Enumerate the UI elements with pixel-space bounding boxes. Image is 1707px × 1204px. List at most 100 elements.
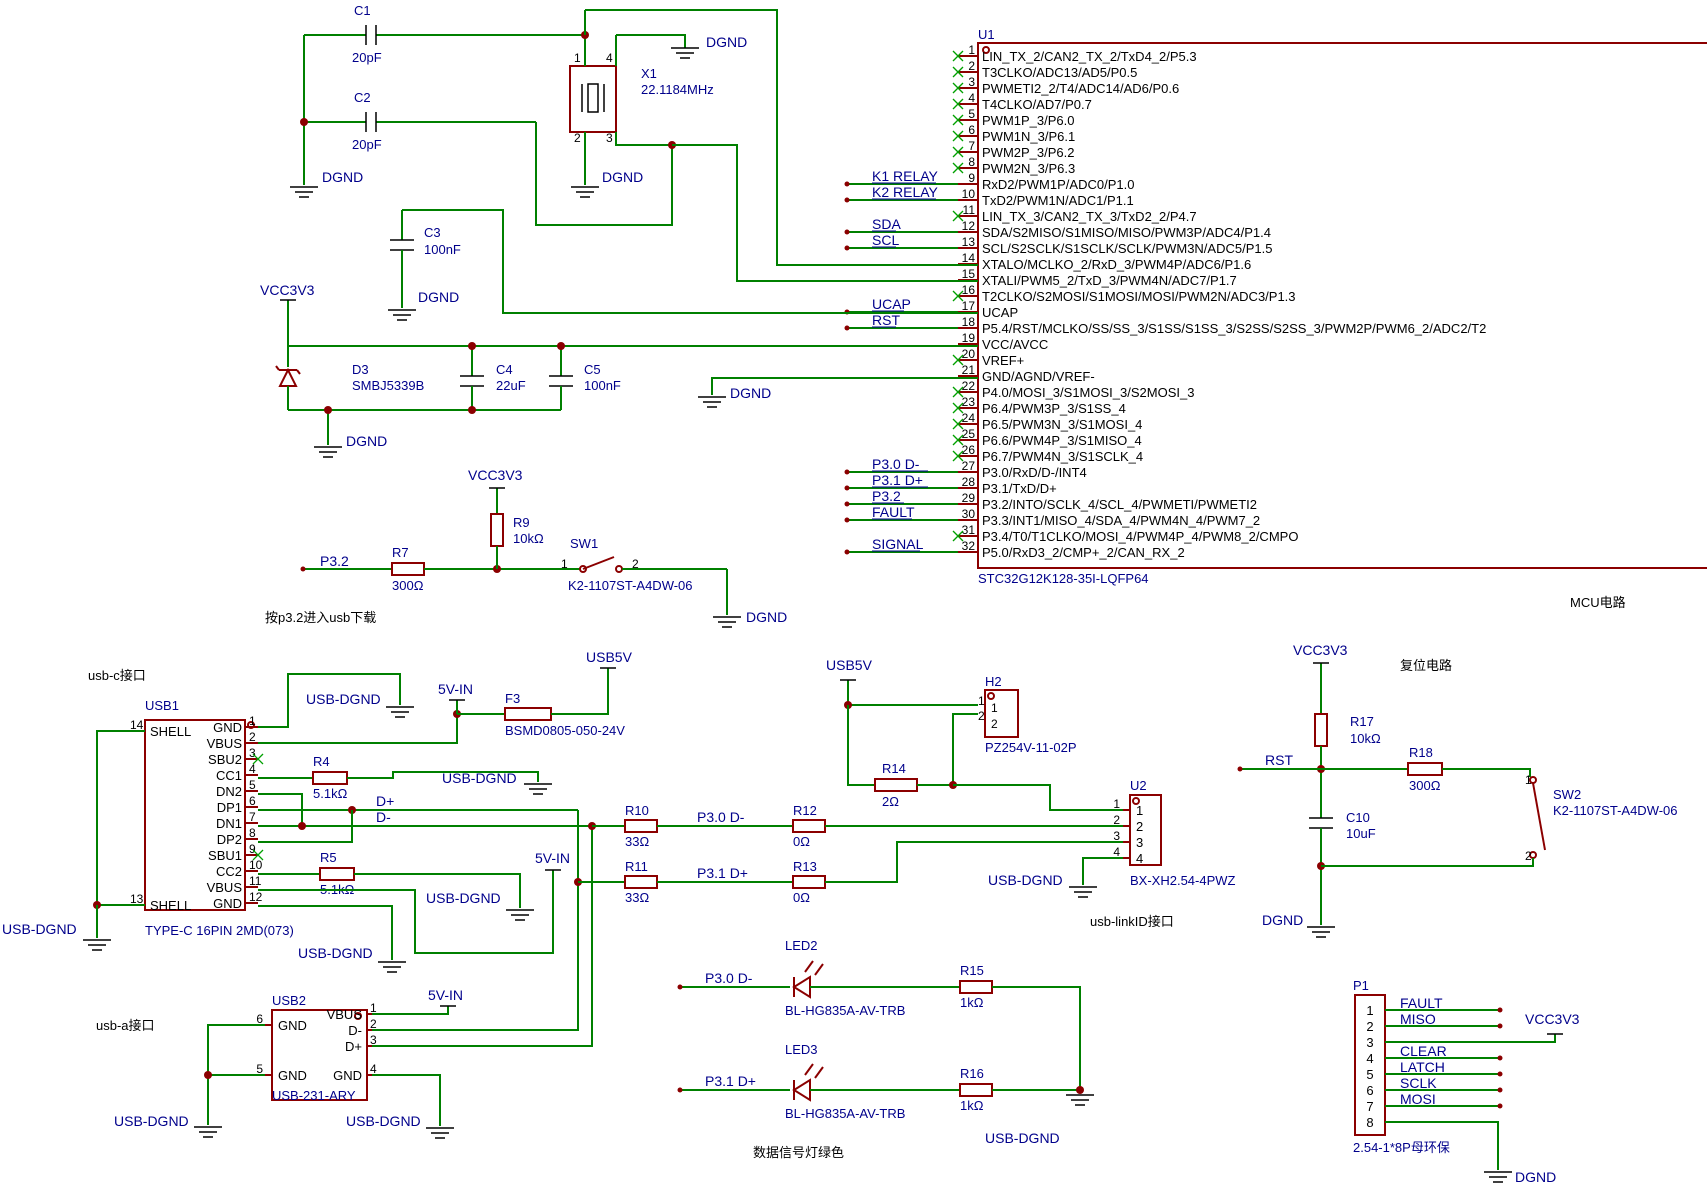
h2-part: PZ254V-11-02P — [985, 740, 1077, 755]
mcu-pin-number: 18 — [962, 315, 976, 329]
usbc-connector-usb1: USB1 TYPE-C 16PIN 2MD(073) 1GND2VBUS3SBU… — [93, 668, 625, 960]
mcu-pin-name: T2CLKO/S2MOSI/S1MOSI/MOSI/PWM2N/ADC3/P1.… — [982, 289, 1296, 304]
usb1-pin-number: 14 — [130, 718, 144, 732]
mcu-pin-number: 27 — [962, 459, 976, 473]
u2-pin-name: 3 — [1136, 835, 1143, 850]
power-label: VCC3V3 — [260, 282, 315, 298]
usb1-pin-number: 1 — [249, 714, 256, 728]
mcu-pin-number: 25 — [962, 427, 976, 441]
usb1-pin-name: SHELL — [150, 724, 191, 739]
ground-label: USB-DGND — [298, 945, 373, 961]
net-rst: RST — [1265, 752, 1293, 768]
power-label: 5V-IN — [438, 681, 473, 697]
no-connect-mark — [952, 434, 964, 446]
usb1-pin-number: 13 — [130, 892, 144, 906]
u2-pin-number: 1 — [1113, 797, 1120, 811]
mcu-pin-number: 24 — [962, 411, 976, 425]
r9-ref: R9 — [513, 515, 530, 530]
mcu-pin-number: 32 — [962, 539, 976, 553]
net-end — [1497, 1055, 1503, 1061]
ground-label: USB-DGND — [426, 890, 501, 906]
net-end — [844, 181, 850, 187]
mcu-pin-name: LIN_TX_2/CAN2_TX_2/TxD4_2/P5.3 — [982, 49, 1197, 64]
net-end — [844, 517, 850, 523]
net-end — [844, 197, 850, 203]
no-connect-mark — [952, 386, 964, 398]
r14-value: 2Ω — [882, 794, 899, 809]
led3-ref: LED3 — [785, 1042, 818, 1057]
mcu-pin-name: P4.0/MOSI_3/S1MOSI_3/S2MOSI_3 — [982, 385, 1194, 400]
usb2-pin-number: 1 — [370, 1001, 377, 1015]
no-connect-mark — [252, 849, 264, 861]
net-end — [1497, 1103, 1503, 1109]
p1-net-label: SCLK — [1400, 1075, 1437, 1091]
net-end — [844, 325, 850, 331]
power-label: VCC3V3 — [1293, 642, 1348, 658]
usb1-pin-number: 11 — [249, 874, 262, 888]
mcu-net-label: P3.1 D+ — [872, 472, 923, 488]
ground-label: DGND — [346, 433, 387, 449]
power-label: VCC3V3 — [1525, 1011, 1580, 1027]
r4-value: 5.1kΩ — [313, 786, 348, 801]
mcu-pin-name: SCL/S2SCLK/S1SCLK/SCLK/PWM3N/ADC5/P1.5 — [982, 241, 1272, 256]
h2-pin1-inner: 1 — [991, 701, 998, 715]
no-connect-mark — [952, 354, 964, 366]
usb2-pin-number: 4 — [370, 1062, 377, 1076]
crystal-circuit: C1 20pF C2 20pF 1 2 3 4 X1 22.1184MHz — [300, 3, 978, 314]
x1-ref: X1 — [641, 66, 657, 81]
no-connect-mark — [952, 450, 964, 462]
d3-ref: D3 — [352, 362, 369, 377]
u2-pin-number: 2 — [1113, 813, 1120, 827]
usb1-pin-number: 6 — [249, 794, 256, 808]
sw2-pin1: 1 — [1525, 773, 1532, 787]
mcu-net-label: SCL — [872, 232, 899, 248]
r16-ref: R16 — [960, 1066, 984, 1081]
net-end — [1497, 1087, 1503, 1093]
mcu-net-label: P3.2 — [872, 488, 901, 504]
mcu-net-label: FAULT — [872, 504, 915, 520]
ground-label: USB-DGND — [988, 872, 1063, 888]
c10-value: 10uF — [1346, 826, 1376, 841]
p1-net-label: LATCH — [1400, 1059, 1445, 1075]
u2-pin-name: 4 — [1136, 851, 1143, 866]
usb2-pin-name: GND — [333, 1068, 362, 1083]
mcu-pin-number: 26 — [962, 443, 976, 457]
c2-value: 20pF — [352, 137, 382, 152]
sw1-value: K2-1107ST-A4DW-06 — [568, 578, 693, 593]
no-connect-mark — [952, 50, 964, 62]
mcu-pin-number: 4 — [968, 91, 975, 105]
usb2-pin-number: 5 — [256, 1062, 263, 1076]
mcu-pin-number: 5 — [968, 107, 975, 121]
usb1-part: TYPE-C 16PIN 2MD(073) — [145, 923, 294, 938]
power-label: USB5V — [586, 649, 633, 665]
usb2-pin-name: GND — [278, 1068, 307, 1083]
no-connect-mark — [952, 114, 964, 126]
usb1-pin-name: SHELL — [150, 898, 191, 913]
u2-ref: U2 — [1130, 778, 1147, 793]
mcu-pin-name: P3.1/TxD/D+ — [982, 481, 1057, 496]
r13-ref: R13 — [793, 859, 817, 874]
ground-label: DGND — [706, 34, 747, 50]
mcu-pin-name: T4CLKO/AD7/P0.7 — [982, 97, 1092, 112]
r5-ref: R5 — [320, 850, 337, 865]
p1-pin-number: 6 — [1366, 1083, 1373, 1098]
c3-value: 100nF — [424, 242, 461, 257]
mcu-pin-number: 9 — [968, 171, 975, 185]
ground-label: DGND — [322, 169, 363, 185]
ground-label: DGND — [1515, 1169, 1556, 1185]
no-connect-mark — [952, 530, 964, 542]
mcu-pin-name: PWM1P_3/P6.0 — [982, 113, 1075, 128]
usb1-pin-name: DP2 — [217, 832, 242, 847]
mcu-ref: U1 — [978, 27, 995, 42]
usb1-pin-number: 12 — [249, 890, 263, 904]
note-led: 数据信号灯绿色 — [753, 1145, 844, 1160]
usb1-pin-name: GND — [213, 896, 242, 911]
note-usbc: usb-c接口 — [88, 668, 146, 683]
mcu-pin-number: 2 — [968, 59, 975, 73]
mcu-pin-name: PWM1N_3/P6.1 — [982, 129, 1075, 144]
reset-circuit: R17 10kΩ RST R18 300Ω C10 10uF 1 2 SW2 K… — [1237, 658, 1678, 925]
usb1-pin-list: 1GND2VBUS3SBU24CC15DN26DP17DN18DP29SBU11… — [130, 714, 264, 913]
